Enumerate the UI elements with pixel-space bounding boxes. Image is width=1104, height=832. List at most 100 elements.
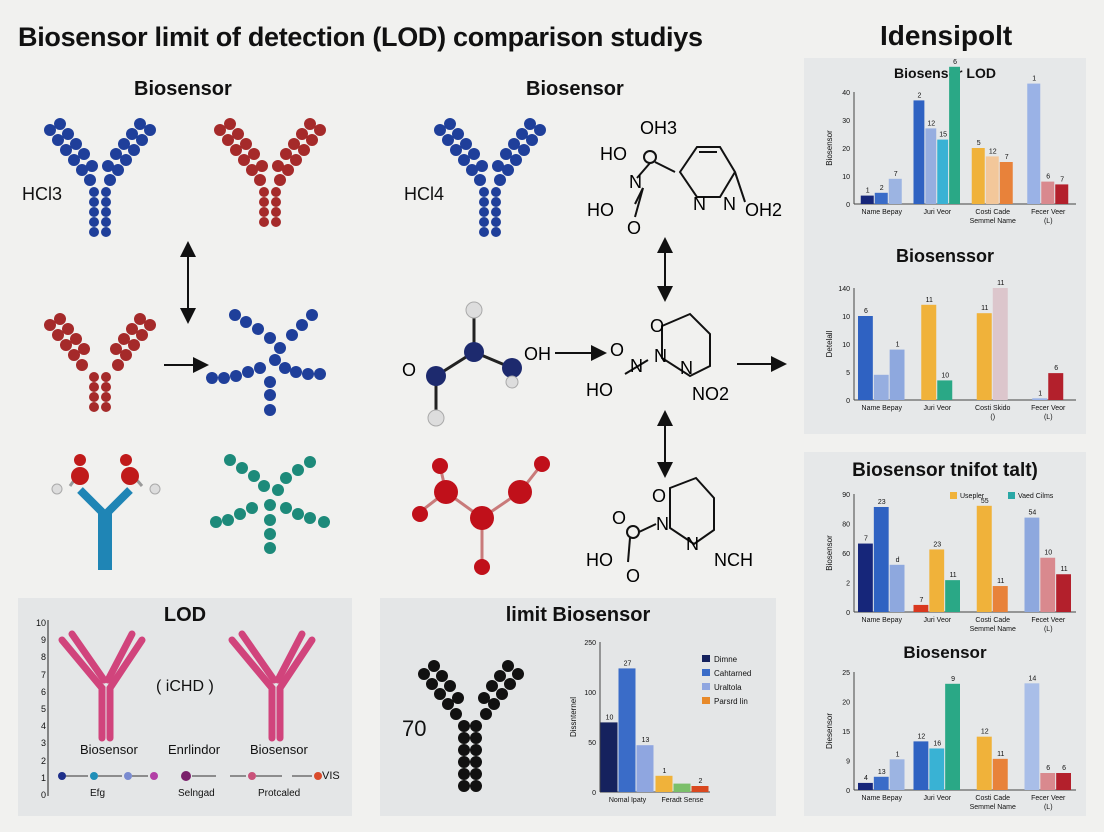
chart-title: Biosensor LOD [894,65,996,81]
bar [1041,181,1055,204]
bar [874,192,888,204]
lod-label-2: Enrlindor [168,742,221,757]
mol-bot-t4: N [686,534,699,554]
legend-swatch [950,492,957,499]
bar-value-label: 6 [1062,765,1066,772]
mol-mid-t7: HO [586,380,613,400]
left-diagram-label: Biosensor [134,78,232,100]
mol-top-t5: O [627,218,641,238]
mol-bot-t5: HO [586,550,613,570]
x-tick-label: Semmel Name [970,626,1016,633]
antibody-blue-complex [206,309,326,416]
mol-bot-t7: NCH [714,550,753,570]
legend-swatch [702,697,710,704]
bar [673,783,691,792]
legend-swatch [702,669,710,676]
y-tick-label: 0 [592,790,596,797]
bar [1024,517,1040,612]
bar [1027,83,1041,204]
bar-value-label: 7 [894,171,898,178]
bar-value-label: 5 [977,140,981,147]
bar [992,586,1008,612]
x-tick-label: Semmel Name [970,218,1016,225]
x-tick-label: () [990,414,995,421]
bar [913,604,929,612]
bar-value-label: 12 [927,120,935,127]
y-tick-label: 25 [842,670,850,677]
bar-value-label: 1 [1038,390,1042,397]
lod-y-tick: 3 [40,738,46,749]
lod-center-label: ( iCHD ) [156,678,214,695]
y-tick-label: 2 [846,581,850,588]
x-tick-label: Fecer Veer [1031,209,1066,216]
page-title: Biosensor limit of detection (LOD) compa… [18,22,703,52]
chart-title: Biosensor tnifot talt) [852,460,1038,481]
bar [976,736,992,790]
x-tick-label: Juri Veor [923,405,951,412]
bar-value-label: 6 [953,59,957,66]
bar [1040,557,1056,612]
y-axis-label: Diesensor [825,713,834,749]
bar-value-label: 12 [981,729,989,736]
bar [929,748,945,790]
bar-value-label: 54 [1029,510,1037,517]
mol-mid-t5: N [630,356,643,376]
bar [992,288,1008,400]
lod-antibodies [47,620,316,796]
bar-value-label: 11 [949,572,956,579]
bar-value-label: 11 [997,751,1004,758]
mol-top-t8: OH2 [745,200,782,220]
y-tick-label: 5 [846,370,850,377]
legend-label: Dimne [714,655,738,664]
bar-value-label: 7 [864,536,868,543]
y-tick-label: 140 [838,286,850,293]
bar [636,745,654,792]
lod-label-3: Biosensor [250,742,308,757]
black-antibody [418,660,524,792]
legend-label: Usepler [960,493,985,500]
bar [1056,574,1071,612]
bar-value-label: 1 [896,751,900,758]
legend-label: Parsrd lin [714,697,748,706]
x-tick-label: Costi Cade [975,795,1010,802]
bar-value-label: 11 [997,578,1004,585]
x-tick-label: Juri Veor [923,617,951,624]
bar [618,668,636,792]
mol-mid-t4: O [610,340,624,360]
mol-mid-t8: N [680,358,693,378]
bar [971,148,985,204]
lod-bottom-1: Efg [90,788,106,799]
y-tick-label: 0 [846,202,850,209]
x-tick-label: Name Bepay [862,617,903,624]
bar-value-label: 2 [699,778,703,785]
lod-y-tick: 6 [40,686,46,697]
legend-label: Cahtarned [714,669,751,678]
y-axis-label: Dissnternel [569,697,578,737]
mol-bot-t6: O [626,566,640,586]
bar [999,162,1013,204]
left-molecules-diagram [44,118,330,570]
x-tick-label: Juri Veor [923,795,951,802]
bar [976,313,992,400]
bar [860,195,874,204]
bar [691,786,709,792]
lod-y-tick: 0 [40,790,46,800]
bar-value-label: 1 [896,342,900,349]
bar [925,128,937,204]
y-tick-label: 30 [842,118,850,125]
lod-y-tick: 8 [40,652,46,663]
bar-value-label: 9 [951,676,955,683]
mid-formula: HCl4 [404,184,445,204]
bar [889,759,905,790]
y-tick-label: 10 [842,174,850,181]
mid-arrows [657,237,673,478]
bar [600,722,618,792]
lod-bottom-2: Selngad [178,788,215,799]
bar [985,156,999,204]
x-tick-label: Feradt Sense [661,797,703,804]
bar [873,776,889,790]
limit-panel-title: limit Biosensor [505,604,651,626]
